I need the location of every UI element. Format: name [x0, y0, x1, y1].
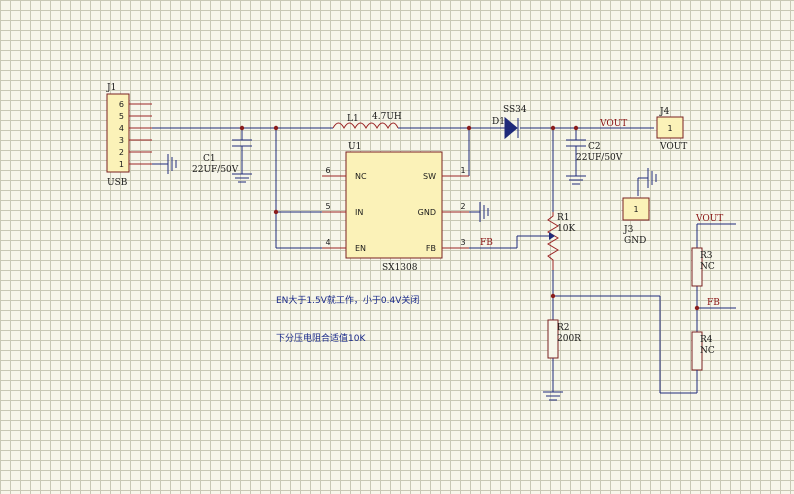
r4-ref: R4 — [700, 335, 713, 345]
capacitor-c2[interactable]: C2 22UF/50V — [566, 139, 623, 176]
ground-icon — [479, 202, 489, 222]
j4-ref: J4 — [659, 107, 670, 117]
capacitor-c1[interactable]: C1 22UF/50V — [192, 139, 252, 175]
j3-pin-1: 1 — [633, 205, 638, 214]
u1-pin-num-nc: 6 — [325, 166, 330, 175]
net-label-vout-2: VOUT — [695, 214, 723, 224]
c2-ref: C2 — [588, 142, 601, 152]
r2-value: 200R — [557, 334, 581, 344]
inductor-l1[interactable]: L1 4.7UH — [332, 112, 402, 130]
diode-d1[interactable]: D1 SS34 — [492, 105, 527, 140]
j3-ref: J3 — [623, 225, 634, 235]
c1-value: 22UF/50V — [192, 165, 239, 175]
u1-pin-name-in: IN — [355, 208, 363, 217]
u1-pin-name-fb: FB — [426, 244, 436, 253]
j1-pin-1: 1 — [119, 160, 124, 169]
c2-value: 22UF/50V — [576, 153, 623, 163]
j1-pin-4: 4 — [119, 124, 124, 133]
j1-pin-5: 5 — [119, 112, 124, 121]
u1-pin-num-sw: 1 — [460, 166, 465, 175]
resistor-r2[interactable]: R2 200R — [547, 319, 581, 359]
resistor-r3[interactable]: R3 NC — [691, 247, 715, 287]
connector-j4[interactable]: 1 J4 VOUT — [656, 107, 687, 152]
u1-pin-num-in: 5 — [325, 202, 330, 211]
junctions — [239, 125, 700, 311]
net-label-fb: FB — [480, 238, 493, 248]
ic-u1[interactable]: 6 5 4 NC IN EN 1 2 3 SW GND FB U1 SX1308 — [322, 142, 469, 273]
j3-value: GND — [624, 236, 646, 246]
j1-pin-2: 2 — [119, 148, 124, 157]
r4-value: NC — [700, 346, 715, 356]
connector-j1[interactable]: 6 5 4 3 2 1 J1 USB — [106, 83, 152, 188]
net-label-fb-2: FB — [707, 298, 720, 308]
u1-pin-num-fb: 3 — [460, 238, 465, 247]
j4-value: VOUT — [659, 142, 687, 152]
u1-value: SX1308 — [382, 263, 418, 273]
r1-value: 10K — [557, 224, 575, 234]
ground-icon — [566, 175, 586, 185]
r3-value: NC — [700, 262, 715, 272]
r3-ref: R3 — [700, 251, 713, 261]
r1-ref: R1 — [557, 213, 570, 223]
c1-ref: C1 — [203, 154, 216, 164]
j1-pin-3: 3 — [119, 136, 124, 145]
u1-pin-name-nc: NC — [355, 172, 367, 181]
note-en-threshold: EN大于1.5V就工作，小于0.4V关闭 — [276, 294, 419, 306]
ground-icon — [543, 391, 563, 401]
wires — [134, 127, 736, 394]
l1-value: 4.7UH — [372, 112, 402, 122]
d1-ref: D1 — [492, 117, 505, 127]
u1-pin-name-en: EN — [355, 244, 366, 253]
potentiometer-r1[interactable]: R1 10K — [541, 212, 575, 270]
j1-pin-6: 6 — [119, 100, 124, 109]
net-label-vout: VOUT — [599, 119, 627, 129]
note-divider-value: 下分压电阻合适值10K — [276, 332, 366, 344]
d1-value: SS34 — [503, 105, 527, 115]
ground-icon — [167, 154, 177, 174]
resistor-r4[interactable]: R4 NC — [691, 331, 715, 380]
u1-pin-num-en: 4 — [325, 238, 330, 247]
j4-pin-1: 1 — [667, 124, 672, 133]
u1-pin-name-gnd: GND — [418, 208, 436, 217]
u1-ref: U1 — [348, 142, 361, 152]
j1-ref: J1 — [106, 83, 116, 93]
j1-value: USB — [107, 178, 128, 188]
ground-icon — [232, 173, 252, 183]
l1-ref: L1 — [347, 114, 359, 124]
u1-pin-name-sw: SW — [423, 172, 436, 181]
connector-j3[interactable]: 1 J3 GND — [622, 197, 650, 246]
u1-pin-num-gnd: 2 — [460, 202, 465, 211]
ground-icon — [647, 168, 657, 188]
r2-ref: R2 — [557, 323, 570, 333]
